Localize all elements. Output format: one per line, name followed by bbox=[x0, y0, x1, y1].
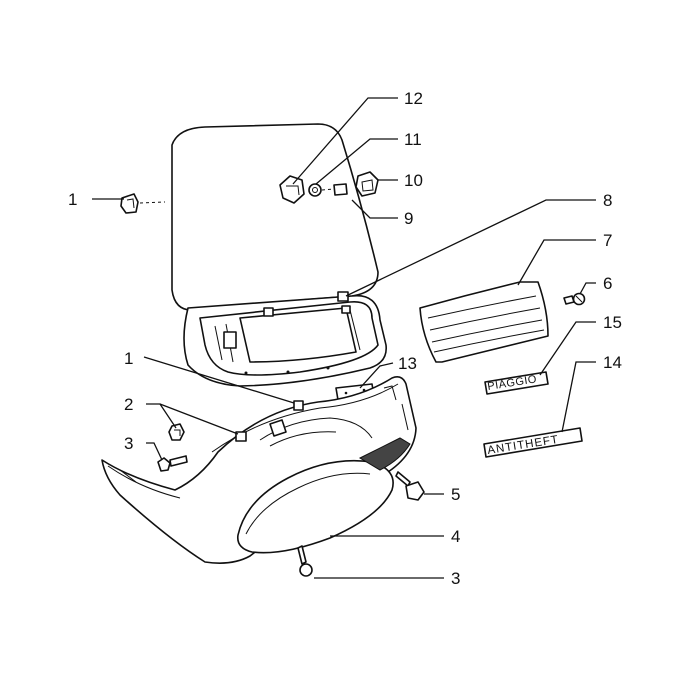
callout-8: 8 bbox=[603, 191, 612, 210]
upper-cover-part-9 bbox=[171, 123, 387, 387]
callout-11: 11 bbox=[404, 130, 422, 149]
callout-2: 2 bbox=[124, 395, 133, 414]
callout-1-mid: 1 bbox=[124, 349, 133, 368]
callout-labels: 12 11 10 9 8 7 6 15 14 13 1 1 2 3 5 4 3 bbox=[68, 89, 622, 588]
badge-part-15: PIAGGIO bbox=[484, 371, 549, 395]
screw-part-3-left bbox=[157, 455, 188, 472]
callout-9: 9 bbox=[404, 209, 413, 228]
callout-6: 6 bbox=[603, 274, 612, 293]
callout-15: 15 bbox=[603, 313, 622, 332]
badge-part-14: ANTITHEFT bbox=[483, 427, 583, 458]
nut-part-2 bbox=[168, 423, 185, 441]
screw-part-6 bbox=[563, 292, 586, 306]
callout-12: 12 bbox=[404, 89, 423, 108]
callout-5: 5 bbox=[451, 485, 460, 504]
callout-4: 4 bbox=[451, 527, 460, 546]
bolt-part-5 bbox=[395, 471, 425, 501]
callout-3-left: 3 bbox=[124, 434, 133, 453]
clip-part-1-top bbox=[120, 193, 166, 214]
callout-7: 7 bbox=[603, 231, 612, 250]
callout-3-bottom: 3 bbox=[451, 569, 460, 588]
screw-part-3-bottom bbox=[297, 545, 313, 577]
callout-14: 14 bbox=[603, 353, 622, 372]
leader-lines bbox=[92, 97, 596, 579]
callout-10: 10 bbox=[404, 171, 423, 190]
panel-part-7 bbox=[419, 281, 549, 363]
callout-1-top: 1 bbox=[68, 190, 77, 209]
callout-13: 13 bbox=[398, 354, 417, 373]
front-shell-part-4 bbox=[101, 376, 417, 564]
